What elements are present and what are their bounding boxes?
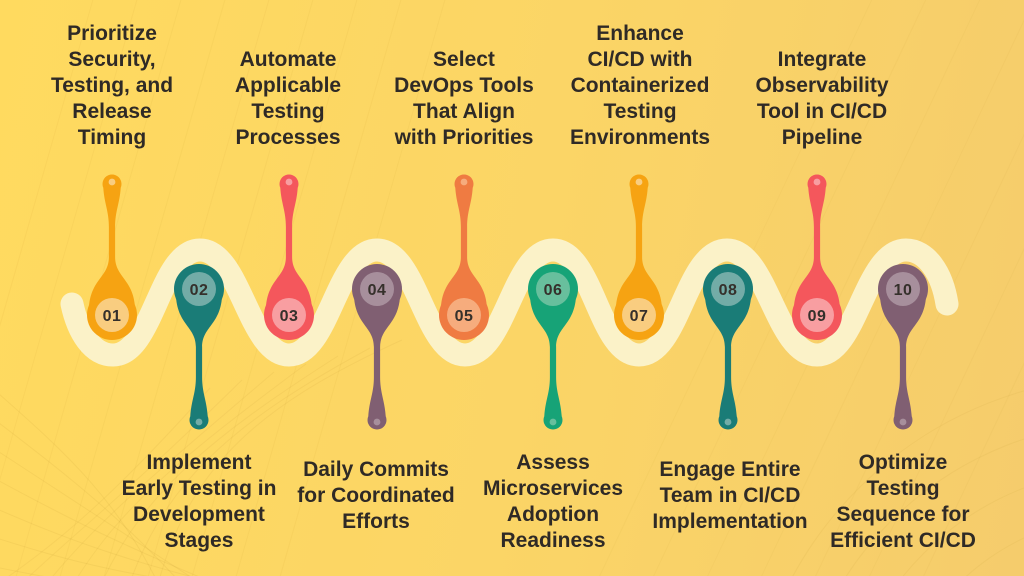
pin-dot-03: [285, 178, 293, 186]
step-number-08: 08: [719, 282, 738, 299]
pin-dot-05: [460, 178, 468, 186]
number-circle-06: [536, 272, 570, 306]
pin-dot-07: [635, 178, 643, 186]
decor-line: [653, 0, 927, 576]
droplet-04: 04: [352, 264, 402, 430]
step-label-09: Integrate Observability Tool in CI/CD Pi…: [755, 48, 889, 149]
decor-line: [235, 0, 402, 576]
number-circle-01: [95, 298, 129, 332]
step-number-09: 09: [808, 308, 827, 325]
droplet-09: 09: [792, 174, 842, 340]
number-circle-03: [272, 298, 306, 332]
pin-dot-09: [813, 178, 821, 186]
pin-dot-08: [724, 418, 732, 426]
droplet-05: 05: [439, 174, 489, 340]
decor-line: [0, 538, 149, 576]
decor-line: [0, 0, 138, 481]
step-label-05: Select DevOps Tools That Align with Prio…: [394, 48, 534, 149]
step-number-05: 05: [455, 308, 474, 325]
step-number-01: 01: [103, 308, 122, 325]
number-circle-10: [886, 272, 920, 306]
decor-line: [0, 423, 175, 576]
decor-line: [0, 509, 191, 576]
droplet-03: 03: [264, 174, 314, 340]
pin-dot-04: [373, 418, 381, 426]
decor-line: [59, 0, 226, 576]
droplet-01: 01: [87, 174, 137, 340]
step-label-01: Prioritize Security, Testing, and Releas…: [50, 22, 174, 149]
number-circle-02: [182, 272, 216, 306]
pin-dot-01: [108, 178, 116, 186]
number-circle-08: [711, 272, 745, 306]
step-number-04: 04: [368, 282, 387, 299]
step-label-04: Daily Commits for Coordinated Efforts: [297, 458, 455, 533]
decor-line: [52, 371, 275, 576]
pin-dot-06: [549, 418, 557, 426]
step-number-03: 03: [280, 308, 299, 325]
pin-dot-02: [195, 418, 203, 426]
droplet-02: 02: [174, 264, 224, 430]
decor-line: [131, 347, 371, 576]
decor-line: [8, 387, 211, 576]
droplet-10: 10: [878, 264, 928, 430]
decor-line: [0, 567, 45, 576]
pin-dot-10: [899, 418, 907, 426]
step-number-10: 10: [894, 282, 913, 299]
decor-line: [869, 248, 1024, 576]
number-circle-07: [622, 298, 656, 332]
droplet-07: 07: [614, 174, 664, 340]
decor-line: [0, 394, 155, 576]
decor-line: [0, 480, 199, 576]
decor-line: [104, 355, 339, 576]
step-number-02: 02: [190, 282, 209, 299]
step-number-06: 06: [544, 282, 563, 299]
decor-line: [0, 451, 191, 576]
decor-line: [0, 0, 94, 327]
step-number-07: 07: [630, 308, 649, 325]
decor-line: [159, 339, 403, 576]
step-label-03: Automate Applicable Testing Processes: [234, 48, 342, 149]
number-circle-04: [360, 272, 394, 306]
decor-line: [77, 363, 307, 576]
number-circle-09: [800, 298, 834, 332]
number-circle-05: [447, 298, 481, 332]
step-label-10: Optimize Testing Sequence for Efficient …: [830, 451, 976, 552]
step-label-02: Implement Early Testing in Development S…: [121, 451, 277, 552]
decor-line: [923, 362, 1024, 576]
step-label-06: Assess Microservices Adoption Readiness: [482, 451, 624, 552]
step-label-08: Engage Entire Team in CI/CD Implementati…: [652, 458, 808, 533]
droplet-06: 06: [528, 264, 578, 430]
timeline-wave: [60, 238, 959, 367]
droplet-08: 08: [703, 264, 753, 430]
step-label-07: Enhance CI/CD with Containerized Testing…: [569, 22, 711, 149]
